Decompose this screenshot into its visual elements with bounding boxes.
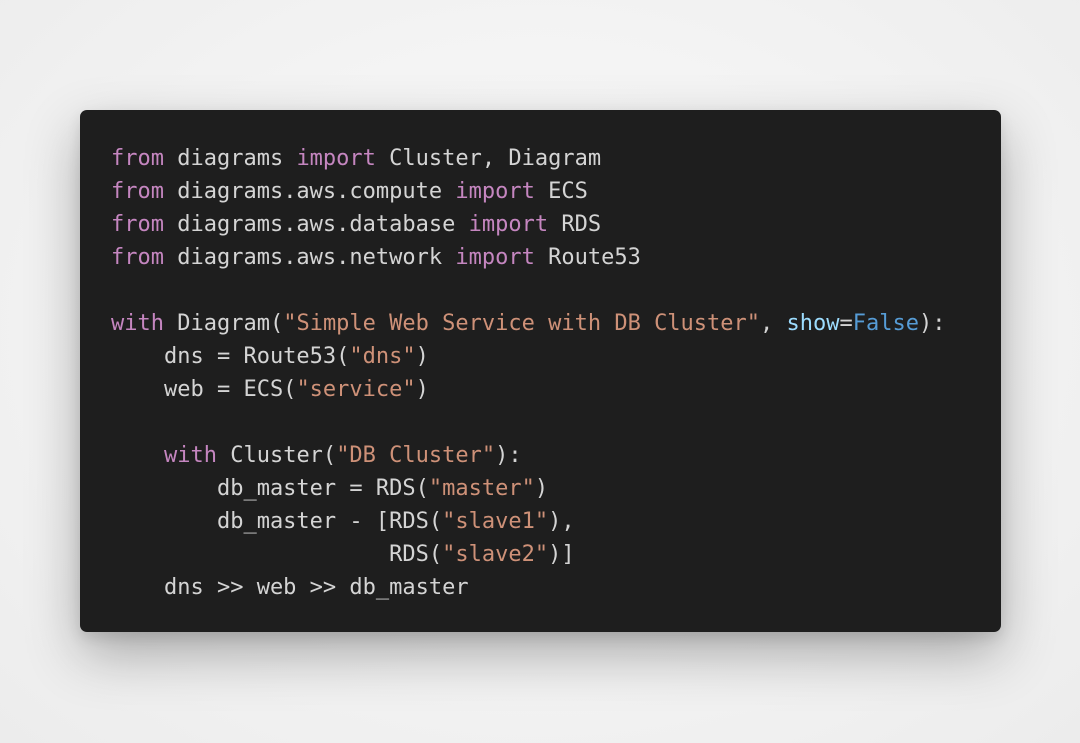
string-token: "slave2" bbox=[442, 542, 549, 567]
string-token: "service" bbox=[296, 377, 416, 402]
code-token: dns = Route53( bbox=[111, 344, 350, 369]
code-token: ) bbox=[534, 476, 549, 501]
code-line: from diagrams import Cluster, Diagram bbox=[111, 142, 946, 175]
code-token: ECS bbox=[534, 179, 588, 204]
code-line: dns >> web >> db_master bbox=[111, 571, 946, 604]
code-token: ) bbox=[415, 377, 429, 402]
keyword-token: from bbox=[111, 179, 164, 204]
code-token: diagrams bbox=[163, 146, 297, 171]
code-token: ), bbox=[548, 509, 575, 534]
keyword-token: import bbox=[468, 212, 549, 237]
code-token: , bbox=[760, 311, 787, 336]
constant-token: False bbox=[852, 311, 919, 336]
keyword-token: import bbox=[455, 245, 535, 270]
code-token: RDS bbox=[548, 212, 602, 237]
code-line: with Diagram("Simple Web Service with DB… bbox=[111, 307, 946, 340]
code-line: with Cluster("DB Cluster"): bbox=[111, 439, 946, 472]
code-token: ): bbox=[919, 311, 946, 336]
code-token: diagrams.aws.database bbox=[163, 212, 469, 237]
code-token: ): bbox=[495, 443, 522, 468]
code-line: db_master - [RDS("slave1"), bbox=[111, 505, 946, 538]
keyword-token: from bbox=[111, 146, 164, 171]
keyword-token: import bbox=[296, 146, 376, 171]
code-token bbox=[111, 443, 164, 468]
code-token: web = ECS( bbox=[111, 377, 297, 402]
code-token: dns >> web >> db_master bbox=[111, 575, 469, 600]
keyword-token: with bbox=[163, 443, 217, 468]
code-line: from diagrams.aws.network import Route53 bbox=[111, 241, 946, 274]
string-token: "Simple Web Service with DB Cluster" bbox=[283, 311, 761, 336]
code-line: RDS("slave2")] bbox=[111, 538, 946, 571]
parameter-token: show bbox=[786, 311, 840, 336]
code-line: from diagrams.aws.database import RDS bbox=[111, 208, 946, 241]
code-line bbox=[111, 274, 946, 307]
code-token: Route53 bbox=[534, 245, 641, 270]
keyword-token: from bbox=[111, 212, 164, 237]
code-line bbox=[111, 406, 946, 439]
code-token: db_master - [RDS( bbox=[111, 509, 443, 534]
string-token: "dns" bbox=[349, 344, 416, 369]
code-token: Diagram( bbox=[163, 311, 284, 336]
code-token: )] bbox=[548, 542, 575, 567]
string-token: "master" bbox=[428, 476, 535, 501]
keyword-token: import bbox=[455, 179, 535, 204]
code-line: dns = Route53("dns") bbox=[111, 340, 946, 373]
code-token: diagrams.aws.compute bbox=[163, 179, 456, 204]
string-token: "slave1" bbox=[442, 509, 549, 534]
keyword-token: from bbox=[111, 245, 164, 270]
string-token: "DB Cluster" bbox=[336, 443, 496, 468]
code-line: web = ECS("service") bbox=[111, 373, 946, 406]
keyword-token: with bbox=[111, 311, 164, 336]
code-token: = bbox=[839, 311, 853, 336]
code-token: RDS( bbox=[111, 542, 443, 567]
code-token: db_master = RDS( bbox=[111, 476, 429, 501]
code-token: ) bbox=[415, 344, 429, 369]
code-token: Cluster, Diagram bbox=[375, 146, 602, 171]
code-token: diagrams.aws.network bbox=[163, 245, 456, 270]
code-line: from diagrams.aws.compute import ECS bbox=[111, 175, 946, 208]
code-token: Cluster( bbox=[216, 443, 337, 468]
code-line: db_master = RDS("master") bbox=[111, 472, 946, 505]
